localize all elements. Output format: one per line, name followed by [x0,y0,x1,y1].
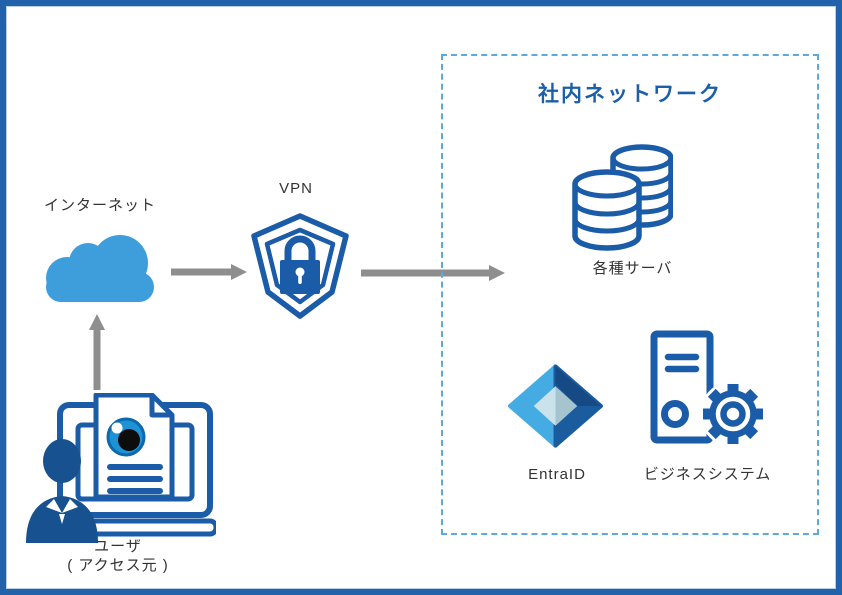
servers-label: 各種サーバ [592,260,673,277]
user-label-line1: ユーザ [94,538,142,555]
user-label: ユーザ ( アクセス元 ) [23,538,213,576]
internet-label: インターネット [43,197,156,214]
gear-icon [700,381,766,447]
entra-id-label: EntraID [528,466,586,483]
document-eye-icon [93,393,175,500]
business-system-icon [650,330,766,447]
internal-network-boundary [441,54,819,535]
arrow-user-to-cloud [89,314,105,390]
arrow-cloud-to-vpn [171,264,247,280]
internet-cloud-icon [46,235,154,302]
vpn-shield-icon [251,213,349,319]
user-label-line2: ( アクセス元 ) [67,556,169,574]
servers-database-icon [572,144,673,251]
internal-network-title: 社内ネットワーク [538,83,722,106]
vpn-label: VPN [279,180,313,197]
user-laptop-icon [26,393,216,543]
user-avatar-icon [26,439,98,543]
lock-icon [280,235,320,294]
arrow-vpn-to-network [361,265,505,281]
business-system-label: ビジネスシステム [643,466,772,483]
entra-id-icon [508,364,603,448]
